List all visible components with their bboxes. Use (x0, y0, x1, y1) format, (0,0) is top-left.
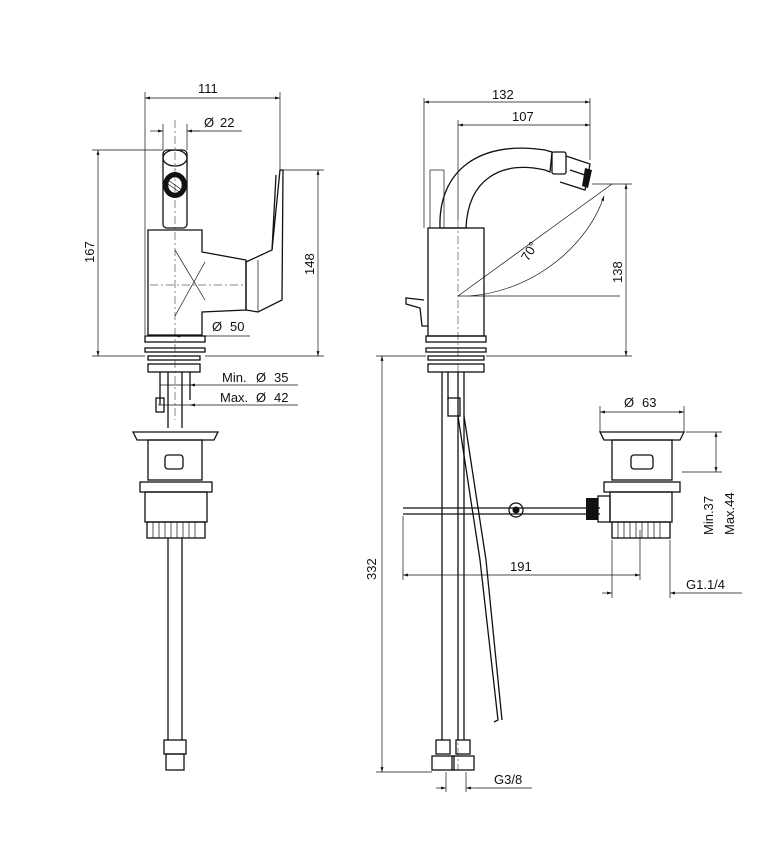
diameter-symbol: Ø (212, 319, 222, 334)
dim-angle-70: 70° (457, 183, 620, 297)
deck-min-label: Min.37 (701, 496, 716, 535)
dim-hole-min-max: Min. Ø 35 Max. Ø 42 (158, 370, 298, 407)
diameter-symbol: Ø (624, 395, 634, 410)
front-waste (131, 431, 220, 539)
dim-height-167: 167 (82, 149, 163, 357)
dim-diameter-50: Ø 50 (175, 319, 250, 338)
side-view: 132 107 138 70° 332 19 (364, 87, 641, 792)
side-base (425, 335, 503, 740)
dim-138-label: 138 (610, 261, 625, 283)
dim-length-191: 191 (402, 516, 641, 580)
deck-max-label: Max.44 (722, 492, 737, 535)
dim-height-148: 148 (205, 169, 324, 357)
hole-max-value: 42 (274, 390, 288, 405)
dim-191-label: 191 (510, 559, 532, 574)
dim-width-111: 111 (144, 81, 281, 335)
hole-min-prefix: Min. (222, 370, 247, 385)
dim-thread-g114: G1.1/4 (602, 540, 742, 598)
dim-132-label: 132 (492, 87, 514, 102)
hole-max-prefix: Max. (220, 390, 248, 405)
dim-111-label: 111 (198, 81, 218, 96)
dim-height-138: 138 (486, 183, 632, 357)
front-body (147, 120, 284, 420)
dim-height-332: 332 (364, 355, 432, 773)
dim-167-label: 167 (82, 241, 97, 263)
front-hoses (163, 538, 187, 771)
dim-diameter-22: Ø 22 (150, 115, 242, 150)
dim-332-label: 332 (364, 558, 379, 580)
diameter-symbol: Ø (204, 115, 214, 130)
waste-detail: Ø 63 Min.37 Max.44 G1.1/4 (586, 395, 742, 598)
dim-hose-thread: G3/8 (436, 772, 532, 792)
dim-107-label: 107 (512, 109, 534, 124)
side-body (405, 147, 592, 770)
side-hose-connectors (431, 739, 475, 771)
side-popup-rod (403, 502, 600, 518)
waste-detail-thread (617, 522, 661, 538)
dim-deck-min-max: Min.37 Max.44 (682, 431, 737, 535)
diameter-symbol: Ø (256, 370, 266, 385)
front-waste-thread (146, 521, 206, 539)
dim-depth-132: 132 (423, 87, 591, 228)
dim-148-label: 148 (302, 253, 317, 275)
hole-min-value: 35 (274, 370, 288, 385)
dim-diameter-63: Ø 63 (599, 395, 685, 432)
dim-reach-107: 107 (457, 109, 590, 220)
front-base (144, 335, 206, 428)
dim-63-label: 63 (642, 395, 656, 410)
diameter-symbol: Ø (256, 390, 266, 405)
g114-label: G1.1/4 (686, 577, 725, 592)
dim-50-label: 50 (230, 319, 244, 334)
dim-22-label: 22 (220, 115, 234, 130)
front-view: 111 Ø 22 167 148 Ø 50 (82, 81, 324, 771)
g38-label: G3/8 (494, 772, 522, 787)
dim-70-label: 70° (518, 239, 541, 264)
